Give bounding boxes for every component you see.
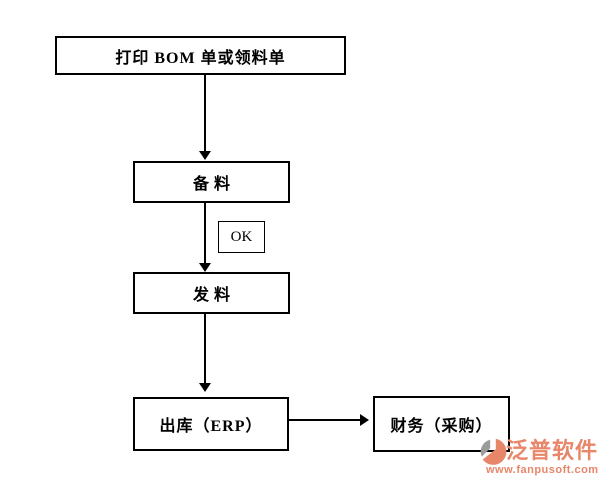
flow-node-print-bom: 打印 BOM 单或领料单 <box>55 36 346 75</box>
flow-node-outbound-label: 出库（ERP） <box>159 418 263 435</box>
fanpu-logo-url-text: www.fanpusoft.com <box>486 464 599 476</box>
flow-node-outbound: 出库（ERP） <box>133 397 289 451</box>
flow-node-ok-label: OK <box>230 228 253 245</box>
arrow-line-outbound-to-finance <box>289 419 360 421</box>
arrowhead-down-icon <box>199 383 211 392</box>
arrow-line-print-to-prepare <box>204 75 206 152</box>
fanpu-logo-icon <box>480 438 507 465</box>
arrowhead-down-icon <box>199 263 211 272</box>
arrowhead-right-icon <box>360 414 369 426</box>
arrowhead-down-icon <box>199 151 211 160</box>
flow-node-ok: OK <box>218 221 265 253</box>
arrow-line-issue-to-outbound <box>204 314 206 383</box>
flow-node-issue-label: 发料 <box>192 287 235 304</box>
flow-node-finance: 财务（采购） <box>373 396 510 452</box>
flow-node-finance-label: 财务（采购） <box>390 418 493 435</box>
flow-node-prepare: 备料 <box>133 161 290 203</box>
fanpu-logo-brand-text: 泛普软件 <box>506 438 599 463</box>
arrow-line-prepare-to-issue <box>204 203 206 264</box>
flow-node-prepare-label: 备料 <box>192 176 235 193</box>
flow-node-issue: 发料 <box>133 272 290 314</box>
flow-node-print-bom-label: 打印 BOM 单或领料单 <box>115 49 286 67</box>
fanpu-logo: 泛普软件 www.fanpusoft.com <box>478 436 606 482</box>
